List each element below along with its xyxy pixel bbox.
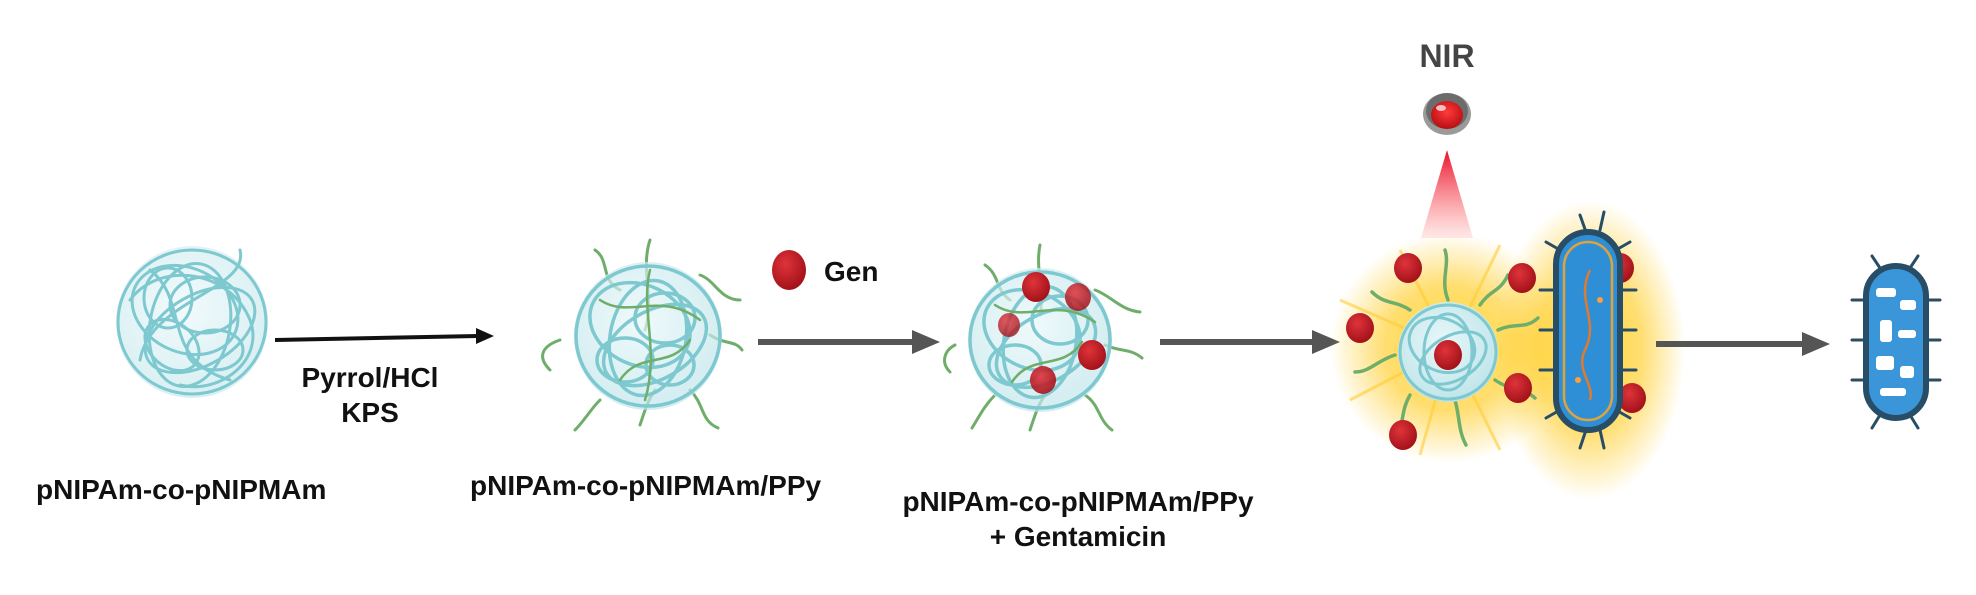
reagent-line-2: KPS <box>341 397 399 428</box>
nir-laser-icon <box>1423 93 1471 135</box>
bacterium-icon <box>1538 210 1638 450</box>
drug-loaded-hydrogel-icon <box>943 243 1144 432</box>
laser-beam-icon <box>1421 150 1473 238</box>
stage3-line-2: + Gentamicin <box>989 521 1167 552</box>
arrow-1 <box>274 328 494 344</box>
gen-legend-label: Gen <box>824 256 879 287</box>
stage1-label: pNIPAm-co-pNIPMAm <box>36 474 327 505</box>
stage2-label: pNIPAm-co-pNIPMAm/PPy <box>470 470 822 501</box>
ppy-coated-hydrogel-icon <box>541 238 744 432</box>
nir-label: NIR <box>1419 38 1475 74</box>
arrow-3 <box>1160 330 1340 354</box>
reagent-label: Pyrrol/HCl KPS <box>285 360 455 430</box>
reagent-line-1: Pyrrol/HCl <box>301 362 439 393</box>
photothermal-scene <box>1330 150 1685 500</box>
arrow-4 <box>1656 332 1830 356</box>
stage3-label: pNIPAm-co-pNIPMAm/PPy + Gentamicin <box>878 484 1278 554</box>
yarn-ball-hydrogel-icon <box>116 246 268 398</box>
arrow-2 <box>758 330 940 354</box>
stage3-line-1: pNIPAm-co-pNIPMAm/PPy <box>902 486 1254 517</box>
dead-bacterium-icon <box>1850 254 1942 430</box>
gentamicin-dot-icon <box>772 250 806 290</box>
